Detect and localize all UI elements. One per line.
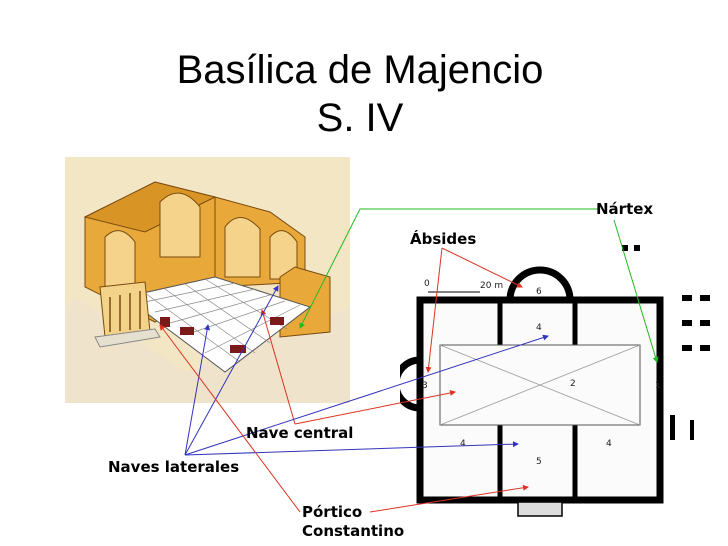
label-naves-laterales: Naves laterales	[108, 458, 240, 476]
label-portico-line1: Pórtico	[302, 503, 363, 521]
label-portico-line2: Constantino	[302, 522, 405, 540]
plan-num-5: 5	[536, 457, 542, 467]
slide-title: Basílica de Majencio S. IV	[100, 46, 620, 142]
plan-num-4b: 4	[460, 439, 466, 449]
plan-num-6: 6	[536, 287, 542, 297]
label-portico: Pórtico Constantino	[302, 503, 404, 541]
title-line-1: Basílica de Majencio	[176, 48, 544, 92]
plan-num-3: 3	[422, 381, 428, 391]
title-line-2: S. IV	[316, 96, 404, 140]
label-nartex: Nártex	[596, 200, 654, 218]
plan-num-4c: 4	[606, 439, 612, 449]
label-nave-central: Nave central	[246, 424, 354, 442]
plan-num-1: 1	[655, 381, 661, 391]
label-absides: Ábsides	[410, 230, 477, 248]
scale-length-label: 20 m	[480, 281, 503, 291]
scale-zero-label: 0	[424, 279, 430, 289]
basilica-floor-plan: 0 20 m 1 2 3 4 4 4 5 6	[400, 245, 710, 517]
plan-num-2: 2	[570, 379, 576, 389]
basilica-cutaway-illustration	[65, 157, 350, 403]
plan-num-4a: 4	[536, 323, 542, 333]
